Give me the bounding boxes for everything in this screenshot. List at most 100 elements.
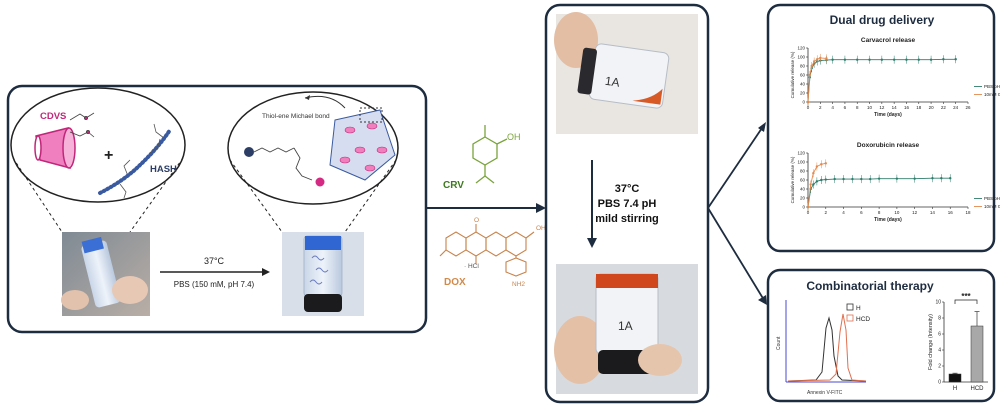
bar xyxy=(970,325,984,383)
vial-label-top: 1A xyxy=(604,74,620,90)
arrow-down xyxy=(587,160,597,248)
hydrogel-network-icon xyxy=(329,107,396,181)
x-tick-label: 8 xyxy=(856,105,859,110)
data-point xyxy=(917,58,920,61)
legend-hcd-label: HCD xyxy=(856,316,870,323)
legend-h-label: H xyxy=(856,305,861,312)
legend-label: 10mM GSH + pH 6.4 xyxy=(984,92,1000,97)
data-point xyxy=(851,177,854,181)
x-tick-label: 10 xyxy=(894,210,900,215)
y-tick-label: 10 xyxy=(935,300,941,306)
data-point xyxy=(868,58,871,61)
significance-label: *** xyxy=(961,292,971,301)
y-tick-label: 100 xyxy=(797,55,805,60)
crv-label: CRV xyxy=(443,180,464,191)
y-tick-label: 20 xyxy=(800,91,806,96)
flow-cytometry-histogram xyxy=(785,300,867,383)
y-axis-label: Cumulative release (%) xyxy=(790,51,795,98)
release-photo-bottom: 1A xyxy=(554,264,698,394)
data-point xyxy=(869,177,872,181)
data-point xyxy=(856,58,859,61)
y-tick-label: 2 xyxy=(938,364,941,370)
dual-delivery-title: Dual drug delivery xyxy=(830,13,935,27)
x-tick-label: 2 xyxy=(825,210,828,215)
x-tick-label: 24 xyxy=(953,105,959,110)
flow-ylabel: Count xyxy=(776,336,782,350)
y-tick-label: 0 xyxy=(802,205,805,210)
y-tick-label: 0 xyxy=(938,380,941,386)
dox-hcl-label: · HCl xyxy=(464,263,479,270)
x-tick-label: 0 xyxy=(807,105,810,110)
data-point xyxy=(892,58,896,61)
cdvs-label: CDVS xyxy=(40,111,66,122)
y-tick-label: 0 xyxy=(802,100,805,105)
x-tick-label: 16 xyxy=(948,210,954,215)
flow-curve-hcd xyxy=(787,313,867,382)
combo-panel xyxy=(766,268,996,403)
data-point xyxy=(942,58,945,61)
thiol-ene-bond-label: Thiol-ene Michael bond xyxy=(262,113,330,120)
bar xyxy=(948,373,962,383)
combo-title: Combinatorial therapy xyxy=(806,279,934,293)
y-tick-label: 20 xyxy=(800,196,806,201)
flow-curve-h xyxy=(787,316,867,382)
data-point xyxy=(806,100,810,104)
y-tick-label: 80 xyxy=(800,169,806,174)
x-tick-label: 6 xyxy=(860,210,863,215)
data-point xyxy=(905,58,908,61)
data-point xyxy=(831,58,834,61)
carvacrol-structure-icon xyxy=(472,125,508,184)
x-tick-label: 10 xyxy=(867,105,873,110)
left-bubble xyxy=(10,87,186,233)
doxorubicin-structure-icon xyxy=(439,224,535,277)
dox-label: DOX xyxy=(444,277,466,288)
legend-h-swatch xyxy=(846,303,854,311)
cdvs-cone-icon xyxy=(34,127,76,169)
synthesis-temperature: 37°C xyxy=(204,256,225,266)
significance-bracket xyxy=(954,299,978,304)
x-axis-label: Time (days) xyxy=(874,112,902,118)
x-tick-label: 6 xyxy=(844,105,847,110)
data-point xyxy=(819,56,822,60)
data-point xyxy=(880,58,884,61)
data-point xyxy=(816,58,819,61)
x-tick-label: 4 xyxy=(831,105,834,110)
data-point xyxy=(812,183,815,186)
data-point xyxy=(860,177,863,181)
data-point xyxy=(842,177,845,181)
vinylsulfone-arms-icon xyxy=(69,112,95,138)
y-tick-label: 60 xyxy=(800,73,806,78)
carvacrol-oh: OH xyxy=(507,132,521,142)
y-tick-label: 6 xyxy=(938,332,941,338)
arrow-to-release xyxy=(426,203,546,213)
release-photo-top: 1A xyxy=(554,12,698,134)
data-point xyxy=(833,177,836,181)
data-point xyxy=(895,177,899,180)
dual-delivery-panel xyxy=(766,3,996,253)
data-point xyxy=(940,177,943,180)
y-tick-label: 100 xyxy=(797,160,805,165)
curved-arrow-icon xyxy=(304,95,346,109)
y-tick-label: 8 xyxy=(938,316,941,322)
y-tick-label: 120 xyxy=(797,46,805,51)
flow-xlabel: Annexin V-FITC xyxy=(807,390,843,396)
data-point xyxy=(812,172,815,175)
data-point xyxy=(954,58,957,61)
hash-cdvs-mixture-photo xyxy=(61,232,150,316)
data-point xyxy=(808,73,812,77)
synthesis-buffer: PBS (150 mM, pH 7.4) xyxy=(174,280,255,289)
x-tick-label: 22 xyxy=(941,105,947,110)
legend-label: 10mM GSH + pH 6.4 xyxy=(984,204,1000,209)
y-axis-label: Cumulative release (%) xyxy=(790,156,795,203)
data-point xyxy=(809,183,812,186)
data-point xyxy=(810,64,813,68)
data-point xyxy=(824,178,827,181)
chart-title: Carvacrol release xyxy=(861,37,916,44)
x-tick-label: 16 xyxy=(904,105,910,110)
data-point xyxy=(815,180,819,183)
data-point xyxy=(929,58,933,61)
data-point xyxy=(815,165,819,168)
